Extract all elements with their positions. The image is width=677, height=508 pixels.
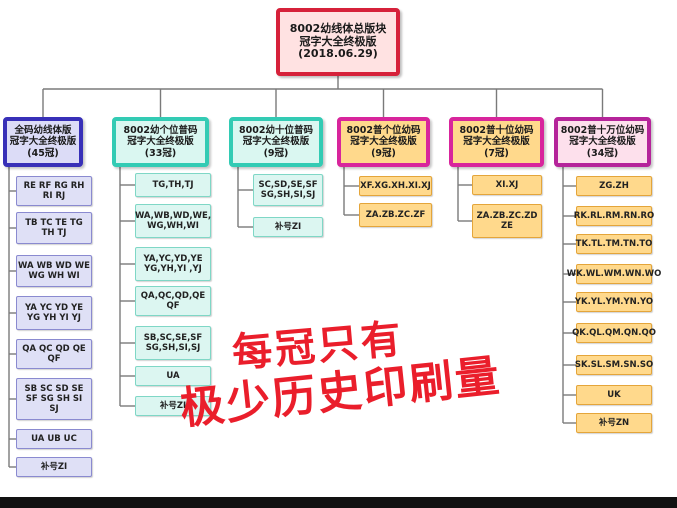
column-header-5: 8002普十位幼码 冠字大全终极版 (7冠) [449, 117, 544, 167]
leaf-item: XF.XG.XH.XI.XJ [359, 176, 432, 196]
leaf-item: TB TC TE TG TH TJ [16, 212, 92, 244]
leaf-item: SB SC SD SE SF SG SH SI SJ [16, 378, 92, 420]
leaf-item: RK.RL.RM.RN.RO [574, 206, 654, 226]
column-header-4: 8002普个位幼码 冠字大全终极版 (9冠) [337, 117, 430, 167]
leaf-item: SC,SD,SE,SF SG,SH,SI,SJ [253, 174, 323, 206]
column-header-2: 8002幼个位普码 冠字大全终极版 (33冠) [112, 117, 209, 167]
leaf-item: XI.XJ [472, 175, 542, 195]
column-header-1: 全码幼线体版 冠字大全终极版 (45冠) [3, 117, 83, 167]
leaf-item: 补号ZI [135, 396, 211, 416]
leaf-item: WA WB WD WE WG WH WI [16, 255, 92, 287]
column-header-3: 8002幼十位普码 冠字大全终极版 (9冠) [229, 117, 323, 167]
leaf-item: TG,TH,TJ [135, 173, 211, 197]
leaf-item: YA YC YD YE YG YH YI YJ [16, 296, 92, 330]
leaf-item: UK [576, 385, 652, 405]
leaf-item: TK.TL.TM.TN.TO [576, 234, 652, 254]
leaf-item: RE RF RG RH RI RJ [16, 176, 92, 206]
leaf-item: 补号ZI [253, 217, 323, 237]
column-header-6: 8002普十万位幼码 冠字大全终极版 (34冠) [554, 117, 651, 167]
leaf-item: UA UB UC [16, 429, 92, 449]
leaf-item: ZG.ZH [576, 176, 652, 196]
root-node: 8002幼线体总版块 冠字大全终极版 (2018.06.29) [276, 8, 400, 76]
leaf-item: YK.YL.YM.YN.YO [575, 292, 653, 312]
leaf-item: ZA.ZB.ZC.ZD ZE [472, 204, 542, 238]
leaf-item: YA,YC,YD,YE YG,YH,YI ,YJ [135, 247, 211, 281]
bottom-bar [0, 497, 677, 508]
leaf-item: ZA.ZB.ZC.ZF [359, 203, 432, 227]
leaf-item: 补号ZI [16, 457, 92, 477]
leaf-item: WK.WL.WM.WN.WO [567, 264, 661, 284]
leaf-item: QA QC QD QE QF [16, 339, 92, 369]
leaf-item: WA,WB,WD,WE, WG,WH,WI [135, 204, 211, 238]
leaf-item: UA [135, 366, 211, 386]
leaf-item: SB,SC,SE,SF SG,SH,SI,SJ [135, 326, 211, 360]
leaf-item: 补号ZN [576, 413, 652, 433]
leaf-item: QK.QL.QM.QN.QO [572, 323, 656, 343]
leaf-item: SK.SL.SM.SN.SO [575, 355, 653, 375]
leaf-item: QA,QC,QD,QE QF [135, 286, 211, 316]
